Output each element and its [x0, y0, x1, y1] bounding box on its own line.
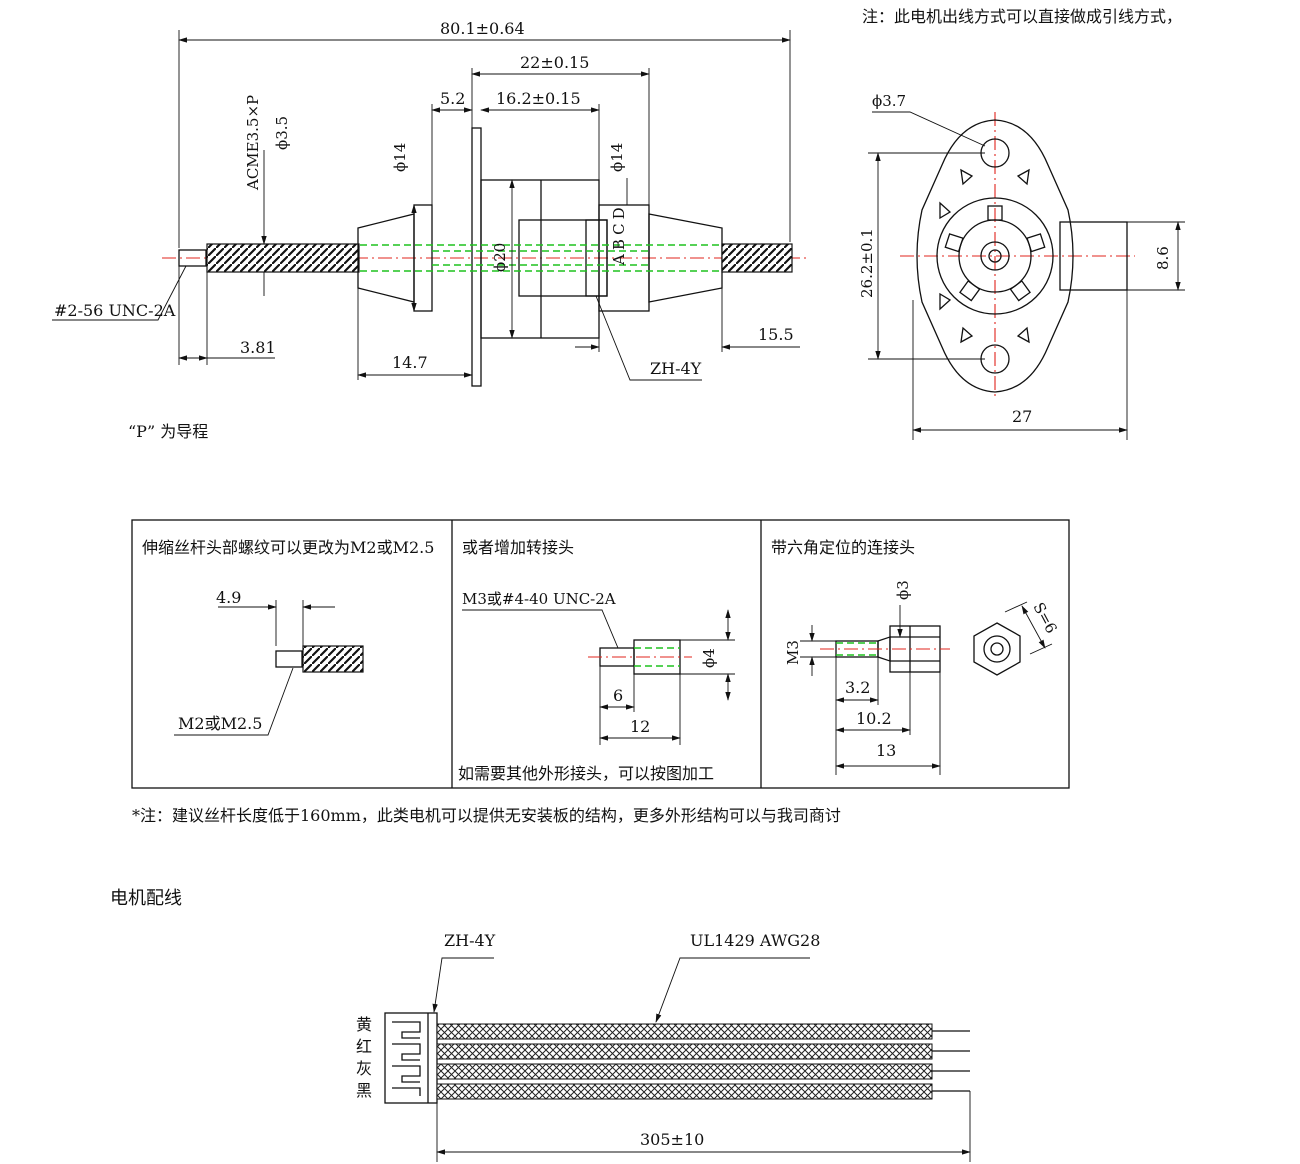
- right-len-dim: 15.5: [758, 325, 794, 344]
- side-view: ϕ3.7 26.2±0.1 8.6 27: [858, 92, 1185, 440]
- pitch-note: “P” 为导程: [128, 422, 208, 441]
- tip-len-dim: 3.81: [240, 338, 276, 357]
- option2-thread: M3或#4-40 UNC-2A: [462, 590, 616, 608]
- wire-color-1: 黄: [356, 1015, 372, 1034]
- pin-labels: ABCD: [610, 207, 628, 266]
- bottom-note: *注：建议丝杆长度低于160mm，此类电机可以提供无安装板的结构，更多外形结构可…: [132, 806, 841, 825]
- phi-screw-label: ϕ3.5: [273, 116, 291, 150]
- tip-thread-label: #2-56 UNC-2A: [54, 301, 176, 320]
- option2-phi: ϕ4: [700, 648, 718, 668]
- option2-title: 或者增加转接头: [462, 538, 574, 557]
- wire-length-dim: 305±10: [640, 1130, 704, 1149]
- phi20-label: ϕ20: [491, 243, 509, 272]
- wiring-diagram: 电机配线 ZH-4Y UL1429 AWG28 黄 红 灰 黑 305±10: [110, 888, 971, 1162]
- left-len-dim: 14.7: [392, 353, 428, 372]
- option3-len-c: 13: [876, 741, 896, 760]
- option3-hex: S=6: [1029, 599, 1060, 636]
- wire-color-2: 红: [356, 1037, 372, 1056]
- acme-label: ACME3.5×P: [244, 95, 262, 191]
- wire-color-3: 灰: [356, 1059, 372, 1078]
- hole-dia-label: ϕ3.7: [872, 92, 906, 110]
- option1-len: 4.9: [216, 588, 241, 607]
- connector-label: ZH-4Y: [650, 359, 702, 378]
- width-dim: 27: [1012, 407, 1032, 426]
- body-len-dim: 22±0.15: [520, 53, 589, 72]
- wire-color-4: 黑: [356, 1081, 372, 1100]
- option3-title: 带六角定位的连接头: [771, 538, 915, 557]
- option3-len-b: 10.2: [856, 709, 892, 728]
- option1-title: 伸缩丝杆头部螺纹可以更改为M2或M2.5: [142, 538, 434, 557]
- phi14-right: ϕ14: [608, 143, 626, 172]
- option2-note: 如需要其他外形接头，可以按图加工: [458, 764, 714, 783]
- inner-len-dim: 16.2±0.15: [496, 89, 581, 108]
- options-table: 伸缩丝杆头部螺纹可以更改为M2或M2.5 4.9 M2或M2.5 或者增加转接头…: [131, 519, 1070, 789]
- option3-thread: M3: [784, 640, 802, 665]
- phi14-left: ϕ14: [391, 143, 409, 172]
- hole-spacing-dim: 26.2±0.1: [858, 228, 876, 298]
- cable-label: UL1429 AWG28: [690, 931, 820, 950]
- option2-len-b: 12: [630, 717, 650, 736]
- option3-len-a: 3.2: [845, 678, 870, 697]
- overall-dim: 80.1±0.64: [440, 19, 525, 38]
- wiring-title: 电机配线: [110, 888, 182, 909]
- option2-len-a: 6: [613, 686, 623, 705]
- option3-phi: ϕ3: [894, 580, 912, 600]
- main-view: ABCD 80.1±0.64 22±0.15 5.2 16.2±0.15 ACM…: [52, 19, 808, 387]
- connector-height-dim: 8.6: [1154, 246, 1172, 270]
- wiring-connector-label: ZH-4Y: [444, 931, 496, 950]
- lead-out-note: 注：此电机出线方式可以直接做成引线方式，: [862, 7, 1182, 26]
- option1-thread: M2或M2.5: [178, 714, 262, 733]
- flange-offset-dim: 5.2: [440, 89, 465, 108]
